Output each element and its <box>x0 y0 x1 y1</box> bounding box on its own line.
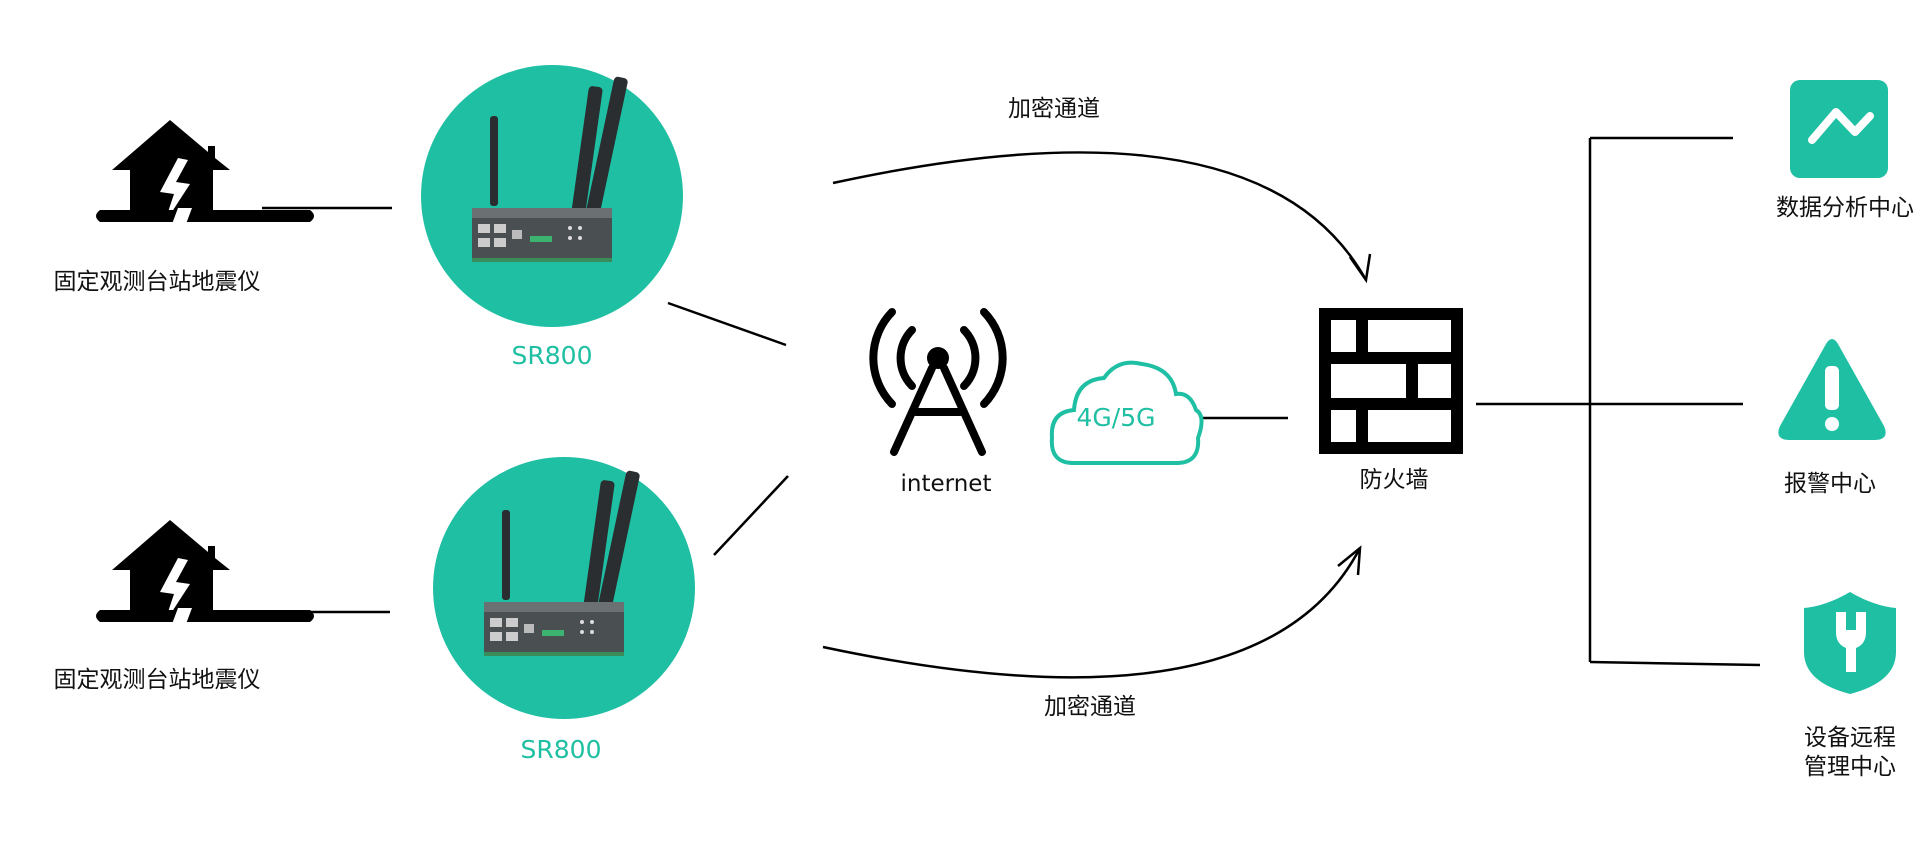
station-top-label: 固定观测台站地震仪 <box>53 269 261 295</box>
remote-center-line2: 管理中心 <box>1804 753 1896 780</box>
wrench-shield-icon <box>1804 592 1896 694</box>
channel-top-label: 加密通道 <box>1008 96 1100 122</box>
firewall-label: 防火墙 <box>1359 467 1429 493</box>
line-chart-icon <box>1790 80 1888 178</box>
data-center-label: 数据分析中心 <box>1776 195 1914 221</box>
firewall-brick-icon <box>1319 308 1463 454</box>
cloud-icon <box>1049 360 1204 465</box>
router-device-icon <box>433 457 695 719</box>
alarm-center-label: 报警中心 <box>1784 471 1876 497</box>
tower-label: internet <box>900 471 992 497</box>
router-bottom-label: SR800 <box>520 735 602 764</box>
remote-center-label: 设备远程 管理中心 <box>1804 724 1896 782</box>
remote-center-line1: 设备远程 <box>1804 725 1896 751</box>
channel-bottom-label: 加密通道 <box>1044 694 1136 720</box>
cloud-label: 4G/5G <box>1076 403 1156 432</box>
router-top-label: SR800 <box>511 341 593 370</box>
damaged-house-icon <box>96 520 314 624</box>
signal-tower-icon <box>869 308 1007 456</box>
router-device-icon <box>421 65 683 327</box>
warning-icon <box>1778 339 1886 440</box>
station-bottom-label: 固定观测台站地震仪 <box>53 667 261 693</box>
